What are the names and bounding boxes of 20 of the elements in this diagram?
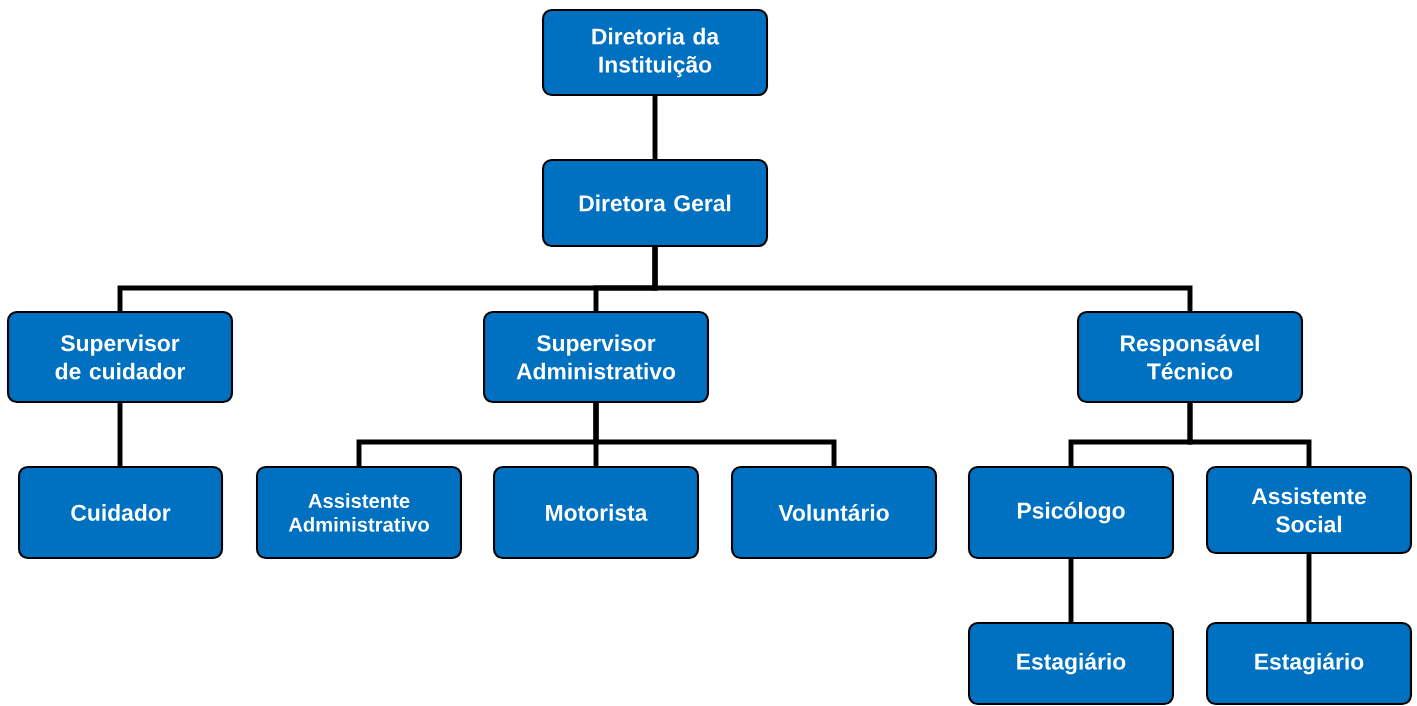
org-box: Voluntário <box>730 465 938 560</box>
connector-line <box>593 403 837 466</box>
connector-line <box>1068 559 1074 622</box>
org-box: Assistente Administrativo <box>255 465 463 560</box>
org-box: Responsável Técnico <box>1076 310 1304 404</box>
connector-line <box>652 96 658 159</box>
org-box: Diretoria da Instituição <box>541 8 769 97</box>
org-box: Estagiário <box>1205 621 1413 706</box>
connector-line <box>1187 403 1312 466</box>
org-box: Estagiário <box>967 621 1175 706</box>
org-box: Supervisor Administrativo <box>482 310 710 404</box>
org-box: Diretora Geral <box>541 158 769 248</box>
connector-line <box>117 403 123 466</box>
connector-line <box>1306 554 1312 622</box>
connector-line <box>652 247 1193 311</box>
org-box: Supervisor de cuidador <box>7 310 234 404</box>
org-box: Motorista <box>492 465 700 560</box>
org-box: Psicólogo <box>967 465 1175 560</box>
org-box: Cuidador <box>17 465 224 560</box>
org-box: Assistente Social <box>1205 465 1413 555</box>
